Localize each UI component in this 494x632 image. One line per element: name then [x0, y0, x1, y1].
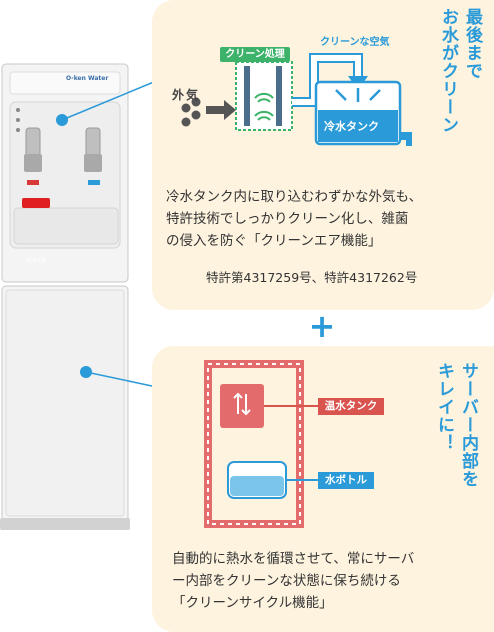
- clean-air-label: クリーンな空気: [320, 37, 390, 48]
- water-dispenser: O-ken Water 熱湯注意: [0, 58, 132, 532]
- cold-tank-label: 冷水タンク: [324, 120, 379, 133]
- plus-sign: +: [308, 307, 336, 345]
- clean-air-panel: 最後まで お水がクリーン 外気 クリーン処理 クリーンな空気: [152, 0, 494, 310]
- clean-air-headline: 最後まで お水がクリーン: [438, 8, 482, 134]
- outside-air-label: 外気: [172, 88, 201, 102]
- hot-warning-label: 熱湯注意: [25, 258, 46, 264]
- clean-air-diagram: [181, 53, 412, 146]
- clean-process-label: クリーン処理: [220, 47, 290, 62]
- water-bottle-label: 水ボトル: [318, 472, 374, 489]
- clean-cycle-diagram: [204, 360, 318, 528]
- clean-cycle-panel: サーバー内部を キレイに！ 温水タンク 水ボトル 自動的に熱水を循環させて、常に…: [152, 346, 494, 632]
- dispenser-brand: O-ken Water: [66, 75, 109, 82]
- clean-cycle-description: 自動的に熱水を循環させて、常にサーバ ー内部をクリーンな状態に保ち続ける 「クリ…: [172, 551, 415, 611]
- hot-tank-label: 温水タンク: [318, 398, 384, 415]
- patent-note: 特許第4317259号、特許4317262号: [206, 270, 418, 285]
- clean-air-description: 冷水タンク内に取り込むわずかな外気も、 特許技術でしっかりクリーン化し、雑菌 の…: [166, 189, 423, 249]
- clean-cycle-headline: サーバー内部を キレイに！: [434, 362, 478, 488]
